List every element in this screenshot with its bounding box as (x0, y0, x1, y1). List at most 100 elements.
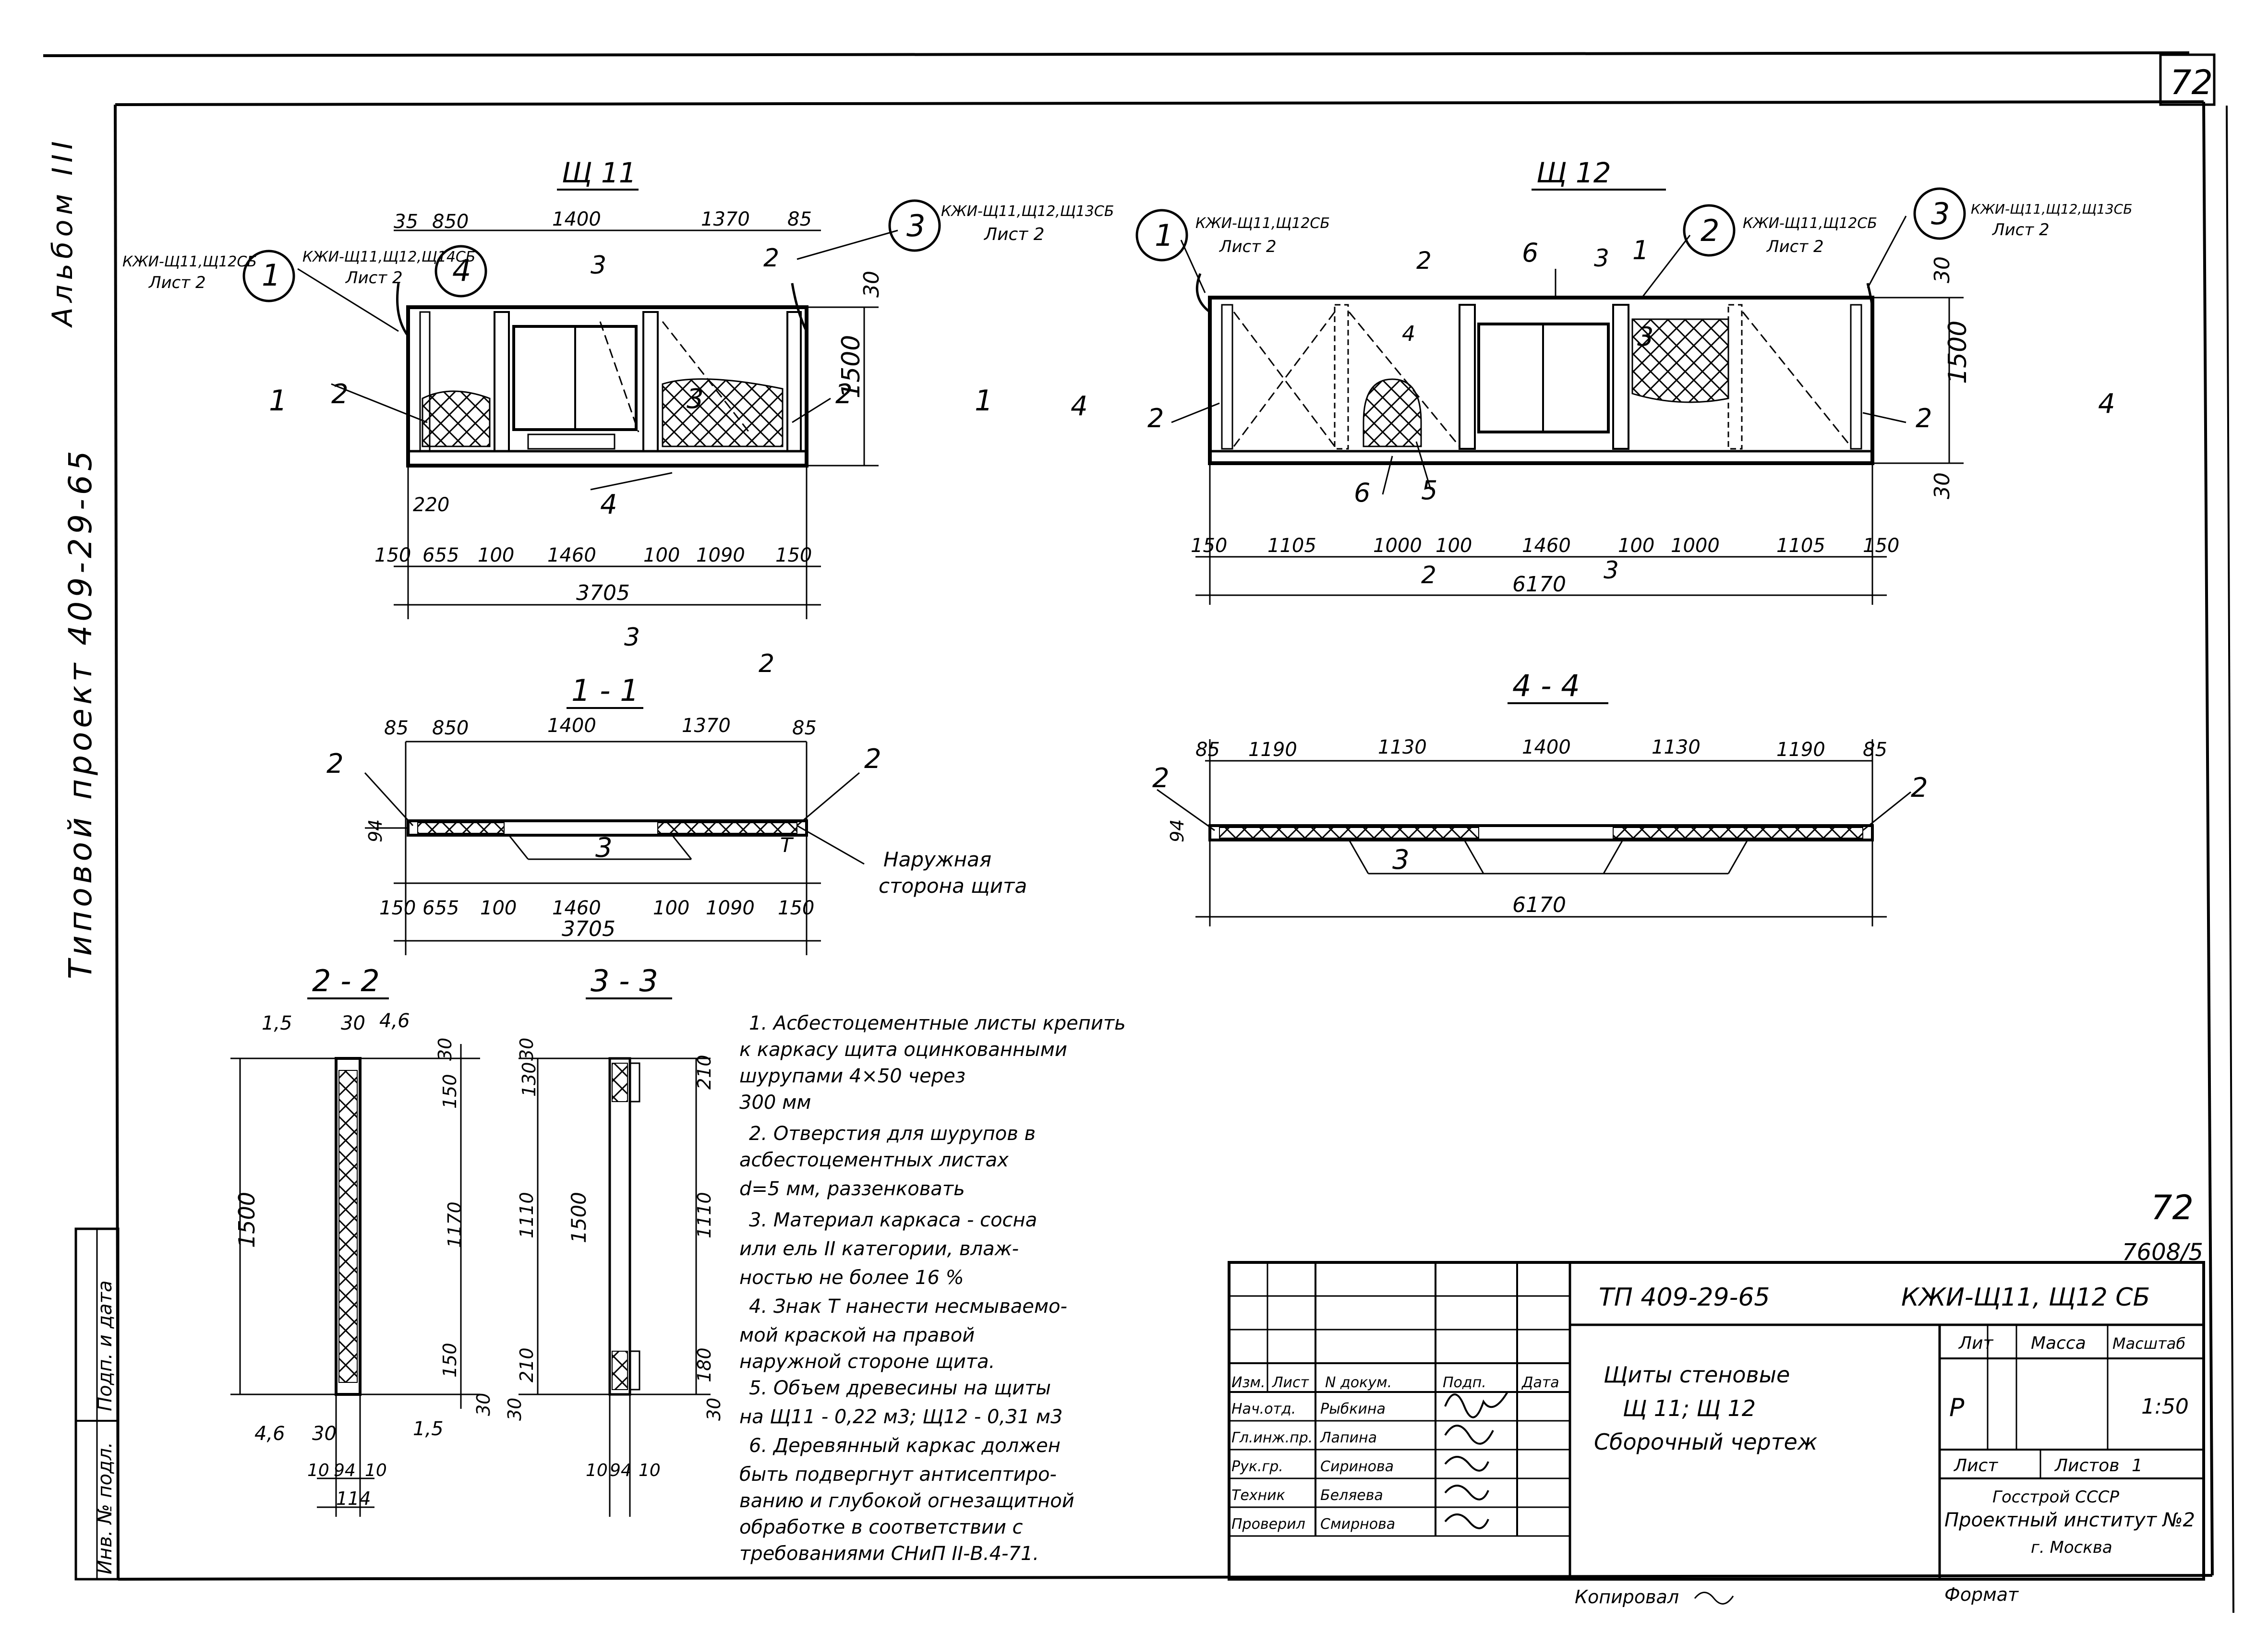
title-block-stage: Р (1949, 1393, 1965, 1422)
shch12-part-6-bottom: 6 (1354, 478, 1370, 508)
title-block-role: Техник (1231, 1487, 1285, 1504)
side-stamp-sign-date: Подп. и дата (94, 1281, 116, 1411)
project-label: Типовой проект 409-29-65 (62, 447, 99, 979)
title-block-header-sign: Подп. (1443, 1374, 1486, 1391)
section-3-3-right-dim-1110: 1110 (694, 1192, 715, 1238)
copied-by-signature (1694, 1592, 1734, 1605)
shch11-top-dim-85: 85 (787, 208, 812, 230)
shch11-callout-4-label: 4 (452, 253, 471, 288)
shch11-ref-3-sheet: Лист 2 (983, 225, 1045, 244)
page-number-box (2159, 53, 2216, 106)
note-line: 1. Асбестоцементные листы крепить (749, 1012, 1126, 1034)
shch11-callout-1 (242, 250, 295, 302)
shch11-section-mark-3-bottom: 3 (624, 623, 640, 652)
shch11-part-2-left: 2 (331, 379, 349, 410)
section-2-2-bottom-dim-30: 30 (312, 1423, 337, 1445)
section-2-2-top-dim-1-5: 1,5 (262, 1012, 292, 1034)
section-1-1-bottom-dim-150b: 150 (778, 897, 814, 919)
shch12-part-2-left: 2 (1147, 403, 1164, 433)
section-3-3-title: 3 - 3 (591, 963, 658, 998)
section-2-2-base-total: 114 (336, 1488, 371, 1509)
shch12-bottom-dim-1000b: 1000 (1671, 535, 1720, 557)
shch12-ref-3-sheet: Лист 2 (1991, 220, 2050, 240)
section-4-4-thickness: 94 (1167, 819, 1188, 842)
section-4-4-panel (1208, 824, 1874, 841)
shch11-bottom-dim-1460: 1460 (547, 544, 596, 566)
shch11-top-dim-1370: 1370 (701, 208, 750, 230)
shch12-ref-1-sheet: Лист 2 (1218, 237, 1277, 256)
view-shch12-title: Щ 12 (1536, 156, 1611, 189)
section-2-2-top-dim-30: 30 (341, 1012, 365, 1034)
shch11-panel (406, 305, 808, 468)
shch11-ref-1: КЖИ-Щ11,Щ12СБ (122, 253, 257, 270)
section-2-2-right-dim-30a: 30 (434, 1038, 456, 1061)
title-block-person: Беляева (1320, 1487, 1383, 1504)
shch11-ref-4: КЖИ-Щ11,Щ12,Щ14СБ (302, 249, 475, 265)
section-3-3-right-dim-210: 210 (694, 1055, 715, 1090)
shch11-height-dim: 1500 (837, 335, 866, 398)
note-line: быть подвергнут антисептиро- (739, 1464, 1057, 1486)
section-1-1-part-2-right: 2 (864, 744, 881, 775)
shch12-callout-2 (1683, 204, 1736, 257)
shch12-part-4: 4 (1402, 322, 1415, 346)
copied-by-label: Копировал (1575, 1586, 1679, 1608)
section-4-4-top-dim-1190a: 1190 (1248, 739, 1297, 761)
section-2-2-right-dim-30b: 30 (473, 1393, 494, 1416)
shch11-top-dim-1400: 1400 (552, 208, 601, 230)
inventory-number: 7608/5 (2122, 1239, 2203, 1266)
shch12-section-mark-2: 2 (1416, 247, 1432, 275)
title-block-person: Сиринова (1320, 1458, 1394, 1475)
shch12-part-2-right: 2 (1916, 403, 1932, 433)
section-4-4-title: 4 - 4 (1512, 668, 1580, 703)
shch11-callout-4 (434, 245, 487, 298)
title-block-header-change: Изм. (1231, 1374, 1266, 1391)
note-line: 6. Деревянный каркас должен (749, 1435, 1061, 1457)
shch12-callout-1 (1135, 209, 1188, 262)
shch11-ref-3: КЖИ-Щ11,Щ12,Щ13СБ (941, 203, 1114, 220)
section-3-3-left-dim-30: 30 (516, 1038, 537, 1061)
section-2-2-top-dim-4-6: 4,6 (379, 1010, 410, 1032)
section-1-1-bottom-dim-1090: 1090 (706, 897, 755, 919)
shch12-ref-3: КЖИ-Щ11,Щ12,Щ13СБ (1971, 201, 2132, 217)
section-1-1-title: 1 - 1 (571, 673, 639, 708)
note-line: 5. Объем древесины на щиты (749, 1377, 1051, 1399)
shch11-bottom-dim-150b: 150 (775, 544, 812, 566)
section-3-3-base-dim-10b: 10 (639, 1461, 661, 1480)
title-block-org-2: Проектный институт №2 (1944, 1509, 2195, 1531)
shch11-section-mark-2-bottom: 2 (759, 649, 774, 678)
section-3-3: 3 - 3 (519, 963, 711, 1517)
shch11-ref-1-sheet: Лист 2 (148, 273, 206, 292)
section-2-2-height-dim: 1500 (234, 1192, 260, 1248)
shch12-section-mark-3: 3 (1594, 244, 1609, 272)
section-4-4-top-dim-1190b: 1190 (1776, 739, 1825, 761)
side-stamp-inventory: Инв. № подл. (94, 1442, 116, 1574)
shch12-bottom-dim-150a: 150 (1191, 535, 1227, 557)
shch11-callout-3-label: 3 (906, 208, 925, 243)
shch11-section-mark-1-left: 1 (269, 384, 287, 418)
section-2-2-bottom-dim-4-6: 4,6 (254, 1423, 285, 1445)
shch11-bottom-dim-100a: 100 (478, 544, 514, 566)
section-2-2-base-dim-94: 94 (334, 1461, 356, 1480)
section-1-1-top-dim-850: 850 (432, 717, 469, 739)
note-line: d=5 мм, раззенковать (739, 1178, 965, 1200)
title-block-person: Рыбкина (1320, 1401, 1386, 1417)
shch12-bottom-dim-1105b: 1105 (1776, 535, 1825, 557)
section-1-1-top-dim-85b: 85 (792, 717, 817, 739)
section-3-3-base-dim-10a: 10 (586, 1461, 608, 1480)
title-block-role: Рук.гр. (1231, 1458, 1283, 1475)
sheet-frame (43, 51, 2234, 1613)
shch12-bottom-dim-100b: 100 (1618, 535, 1654, 557)
section-1-1-outer-side-line-1: Наружная (883, 848, 991, 871)
shch11-part-3: 3 (687, 384, 704, 415)
title-block-name-3: Сборочный чертеж (1594, 1429, 1818, 1455)
title-block-code: ТП 409-29-65 (1599, 1283, 1770, 1312)
shch12-bottom-dim-1105a: 1105 (1267, 535, 1316, 557)
shch11-section-mark-2: 2 (763, 244, 779, 273)
shch12-callout-1-label: 1 (1155, 218, 1173, 253)
page-number: 72 (2170, 63, 2213, 102)
section-1-1-thickness: 94 (365, 819, 386, 842)
section-1-1-overall-dim: 3705 (562, 917, 615, 941)
title-block-role: Гл.инж.пр. (1231, 1429, 1313, 1446)
note-line: ностью не более 16 % (739, 1267, 964, 1289)
section-3-3-profile (608, 1057, 631, 1396)
